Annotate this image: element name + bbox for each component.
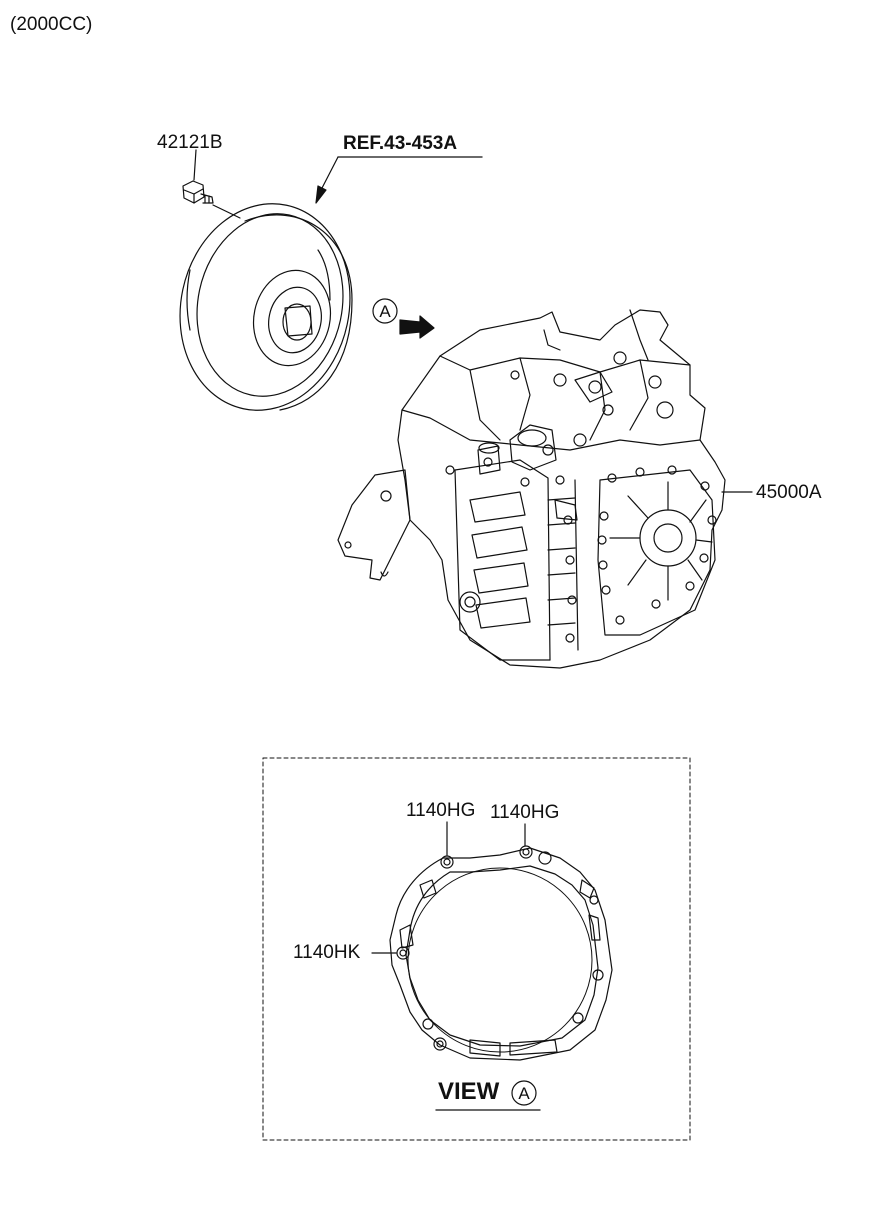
transaxle-icon	[337, 309, 726, 669]
part-label-transaxle[interactable]: 45000A	[756, 482, 822, 503]
torque-converter-icon	[179, 203, 353, 411]
callout-letter: A	[379, 302, 391, 321]
view-frame	[262, 757, 691, 1141]
bolt-icon	[182, 180, 214, 204]
view-marker	[511, 1080, 537, 1106]
reference-label[interactable]: REF.43-453A	[343, 133, 458, 154]
view-callout-marker	[372, 298, 435, 339]
variant-label: (2000CC)	[10, 14, 93, 35]
gasket-icon	[389, 845, 613, 1061]
part-label-dowel-left[interactable]: 1140HG	[406, 800, 476, 821]
view-title: VIEW	[438, 1078, 500, 1105]
part-label-dowel-side[interactable]: 1140HK	[293, 942, 361, 963]
part-label-dowel-right[interactable]: 1140HG	[490, 802, 560, 823]
view-marker-letter: A	[518, 1084, 530, 1103]
part-label-bolt[interactable]: 42121B	[157, 132, 223, 153]
